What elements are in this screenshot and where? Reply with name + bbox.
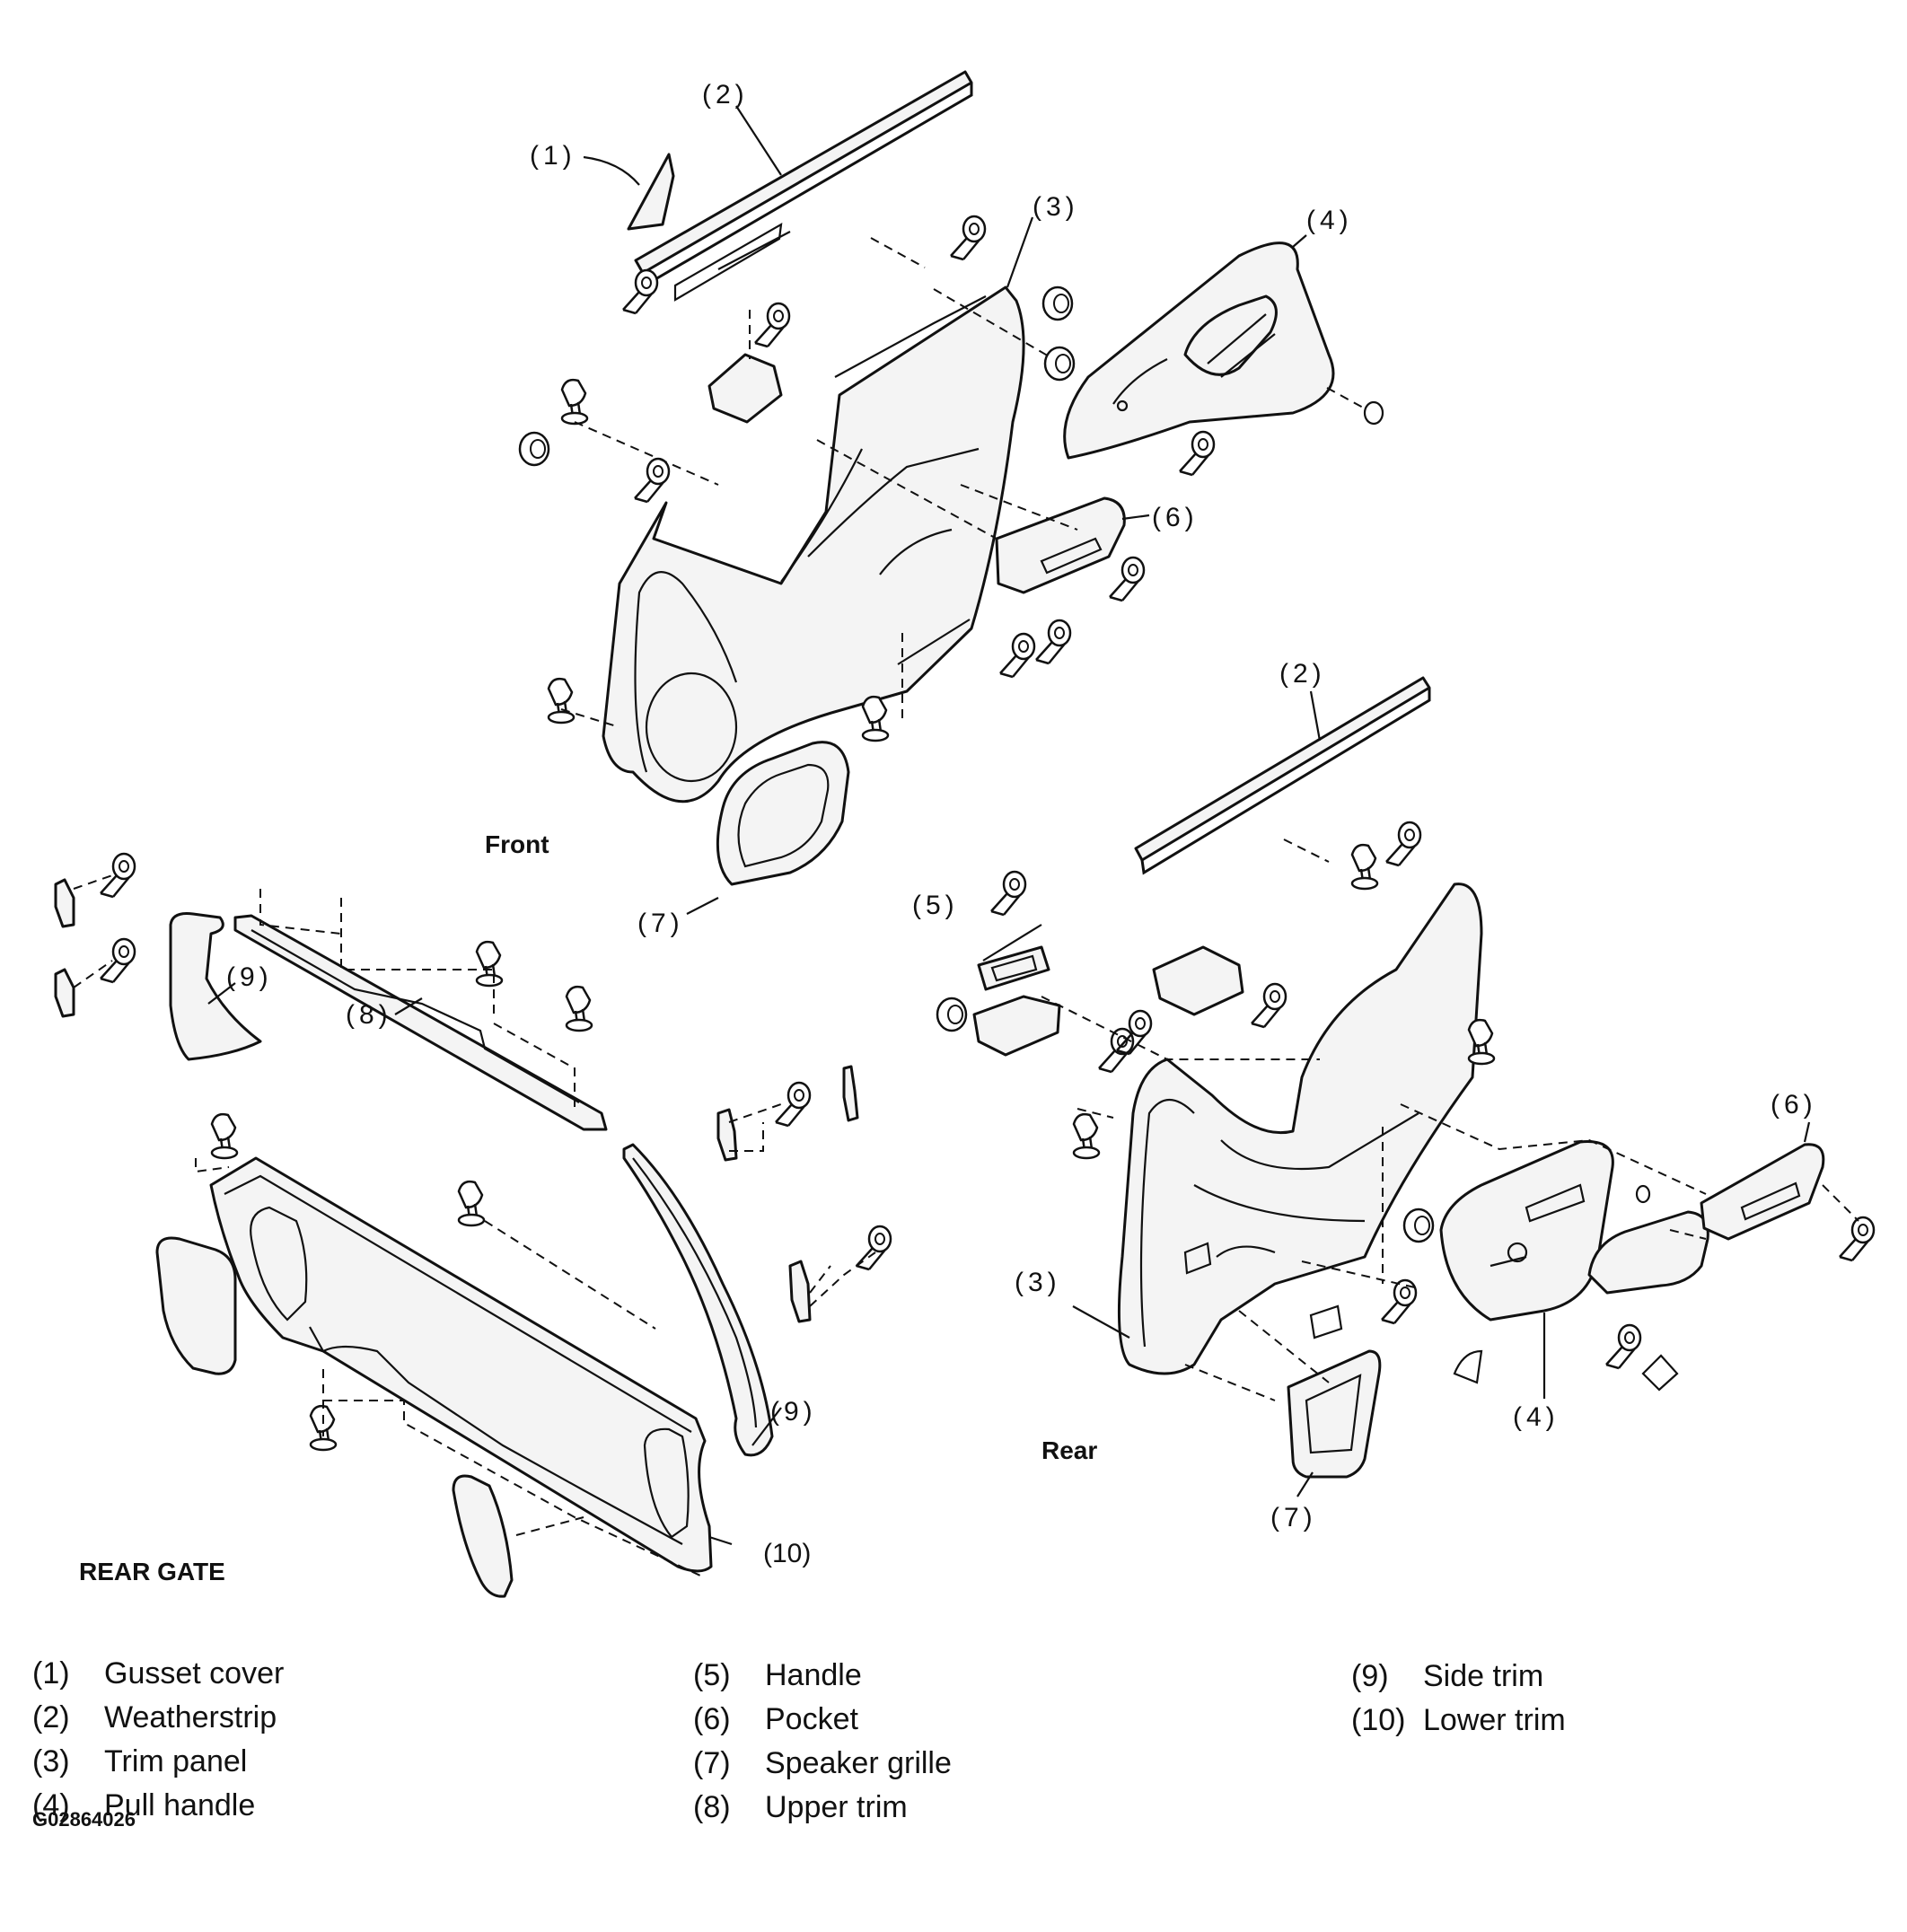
legend-label: Trim panel <box>104 1744 248 1778</box>
legend-label: Side trim <box>1423 1659 1544 1693</box>
legend-number: (6) <box>693 1702 731 1736</box>
rear-handle <box>977 945 1050 991</box>
legend-number: (3) <box>32 1744 70 1778</box>
callout-trim-panel-front: (3) <box>1033 192 1079 222</box>
rear-lock-bracket <box>1152 945 1244 1016</box>
upper-trim <box>233 914 608 1131</box>
legend-label: Pull handle <box>104 1788 256 1822</box>
legend-item: (9) Side trim <box>1351 1655 1566 1699</box>
callout-gusset-cover: (1) <box>530 141 576 171</box>
legend-number: (9) <box>1351 1659 1389 1693</box>
callout-lower-trim: (10) <box>763 1539 811 1568</box>
figure-code: G02864026 <box>32 1808 136 1831</box>
legend-column-3: (9) Side trim (10) Lower trim <box>1351 1655 1566 1743</box>
rear-weatherstrip <box>1134 676 1431 875</box>
legend-label: Lower trim <box>1423 1703 1566 1737</box>
callout-side-trim-left: (9) <box>226 962 273 992</box>
callout-trim-panel-rear: (3) <box>1015 1268 1061 1297</box>
callout-pull-handle-front: (4) <box>1306 206 1353 235</box>
front-pocket <box>995 496 1126 594</box>
callout-pocket-front: (6) <box>1152 503 1199 532</box>
front-door-assembly: (1) (2) (3) (4) (6) (7) Front <box>485 70 1384 938</box>
front-pull-handle <box>1063 242 1335 460</box>
rear-gate-assembly: (9) (8) (9) (10) REAR GATE <box>54 852 892 1598</box>
callout-speaker-grille-front: (7) <box>637 909 684 938</box>
legend-column-2: (5) Handle (6) Pocket (7) Speaker grille… <box>693 1654 952 1830</box>
rear-door-assembly: (2) (5) (3) (6) (4) (7) Rear <box>912 659 1876 1532</box>
legend-item: (3) Trim panel <box>32 1740 284 1784</box>
legend-item: (5) Handle <box>693 1654 952 1698</box>
legend-column-1: (1) Gusset cover (2) Weatherstrip (3) Tr… <box>32 1652 284 1828</box>
legend-label: Handle <box>765 1658 862 1692</box>
lower-trim <box>209 1156 713 1573</box>
front-speaker-grille <box>716 741 850 886</box>
rear-pocket <box>1700 1143 1825 1241</box>
legend-number: (10) <box>1351 1703 1406 1737</box>
rear-pull-handle <box>1439 1140 1709 1392</box>
lower-trim-cover-left <box>155 1236 237 1375</box>
front-upper-bracket <box>707 353 783 424</box>
side-trim-left <box>169 912 262 1061</box>
label-rear: Rear <box>1041 1436 1097 1464</box>
legend-label: Upper trim <box>765 1790 908 1824</box>
legend-number: (8) <box>693 1790 731 1824</box>
legend-number: (1) <box>32 1656 70 1690</box>
callout-pocket-rear: (6) <box>1771 1090 1817 1120</box>
legend-item: (10) Lower trim <box>1351 1699 1566 1743</box>
legend-label: Speaker grille <box>765 1746 952 1780</box>
side-trim-right <box>622 1143 774 1457</box>
legend-label: Gusset cover <box>104 1656 285 1690</box>
legend-number: (2) <box>32 1700 70 1734</box>
legend-number: (5) <box>693 1658 731 1692</box>
callout-pull-handle-rear: (4) <box>1513 1402 1560 1432</box>
legend-label: Pocket <box>765 1702 858 1736</box>
rear-speaker-grille <box>1287 1349 1382 1479</box>
legend-item: (4) Pull handle <box>32 1784 284 1828</box>
front-weatherstrip <box>634 70 973 302</box>
callout-weatherstrip-front: (2) <box>702 80 749 110</box>
callout-weatherstrip-rear: (2) <box>1279 659 1326 689</box>
legend-item: (8) Upper trim <box>693 1786 952 1830</box>
legend-number: (4) <box>32 1788 70 1822</box>
front-trim-panel <box>602 285 1025 804</box>
legend-number: (7) <box>693 1746 731 1780</box>
legend-item: (6) Pocket <box>693 1698 952 1742</box>
legend-label: Weatherstrip <box>104 1700 277 1734</box>
lower-trim-cover-center <box>452 1474 514 1598</box>
label-front: Front <box>485 830 549 858</box>
label-rear-gate: REAR GATE <box>79 1558 225 1585</box>
legend-item: (1) Gusset cover <box>32 1652 284 1696</box>
legend-item: (2) Weatherstrip <box>32 1696 284 1740</box>
callout-speaker-grille-rear: (7) <box>1270 1503 1317 1532</box>
rear-handle-bracket <box>972 995 1061 1057</box>
legend-item: (7) Speaker grille <box>693 1742 952 1786</box>
callout-handle: (5) <box>912 891 959 920</box>
gusset-cover <box>627 153 675 231</box>
rear-trim-panel <box>1117 883 1483 1375</box>
callout-upper-trim: (8) <box>346 1000 392 1030</box>
callout-side-trim-right: (9) <box>770 1397 817 1427</box>
